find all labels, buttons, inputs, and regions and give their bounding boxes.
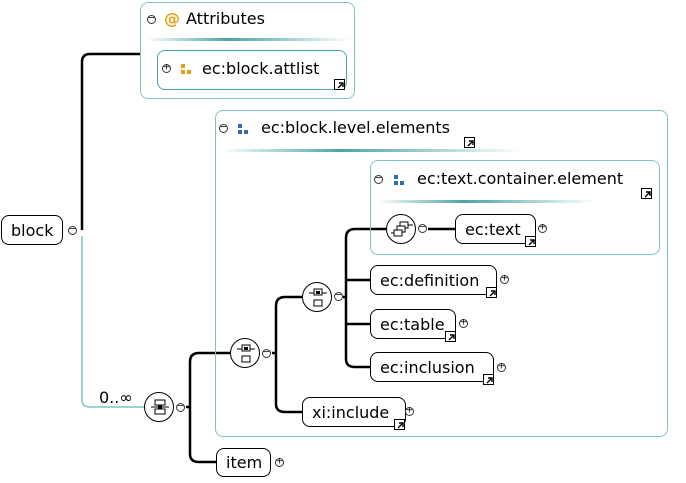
- xi-include-element[interactable]: xi:include: [302, 397, 406, 427]
- ec-inclusion-label: ec:inclusion: [380, 357, 475, 377]
- block-level-title: ec:block.level.elements: [261, 118, 451, 137]
- reference-arrow-icon[interactable]: [483, 374, 494, 385]
- ec-table-label: ec:table: [380, 314, 445, 334]
- reference-arrow-icon[interactable]: [394, 419, 405, 430]
- sequence-compositor-icon[interactable]: [144, 392, 174, 422]
- occurrence-label: 0..∞: [99, 388, 133, 407]
- expand-icon[interactable]: +: [162, 62, 171, 73]
- separator: [221, 149, 521, 152]
- expand-icon[interactable]: +: [459, 317, 468, 328]
- expand-icon[interactable]: +: [405, 405, 414, 416]
- expand-icon[interactable]: +: [538, 222, 547, 233]
- item-label: item: [226, 453, 263, 472]
- collapse-icon[interactable]: −: [418, 222, 427, 233]
- ec-inclusion-element[interactable]: ec:inclusion: [370, 352, 494, 382]
- text-container-group: [370, 160, 660, 255]
- root-label: block: [11, 220, 54, 240]
- ec-definition-label: ec:definition: [380, 270, 480, 290]
- attributes-header: @ Attributes: [164, 9, 265, 28]
- separator: [376, 200, 596, 203]
- collapse-icon[interactable]: −: [374, 173, 383, 184]
- block-level-elements-group: [215, 110, 668, 437]
- item-element[interactable]: item: [216, 448, 271, 477]
- reference-arrow-icon[interactable]: [525, 236, 536, 247]
- reference-arrow-icon[interactable]: [334, 79, 345, 90]
- element-group-icon: [394, 175, 404, 185]
- collapse-icon[interactable]: −: [147, 13, 156, 24]
- attributes-title: Attributes: [186, 9, 265, 28]
- attribute-group-icon: [181, 64, 191, 74]
- reference-arrow-icon[interactable]: [641, 188, 652, 199]
- xi-include-label: xi:include: [312, 402, 390, 422]
- reference-arrow-icon[interactable]: [486, 287, 497, 298]
- expand-icon[interactable]: +: [497, 361, 506, 372]
- expand-icon[interactable]: +: [500, 273, 509, 284]
- collapse-icon[interactable]: −: [334, 290, 343, 301]
- reference-arrow-icon[interactable]: [445, 331, 456, 342]
- ec-definition-element[interactable]: ec:definition: [370, 265, 497, 295]
- attribute-at-icon: @: [164, 9, 180, 28]
- ec-text-element[interactable]: ec:text: [455, 214, 536, 244]
- collapse-icon[interactable]: −: [176, 401, 185, 412]
- ec-text-label: ec:text: [465, 219, 521, 239]
- element-group-icon: [238, 124, 248, 134]
- collapse-icon[interactable]: −: [219, 122, 228, 133]
- ec-table-element[interactable]: ec:table: [370, 309, 456, 339]
- attribute-group-label: ec:block.attlist: [202, 59, 320, 78]
- text-container-title: ec:text.container.element: [417, 169, 624, 188]
- sequence-compositor-icon[interactable]: [386, 214, 416, 244]
- attributes-group: [140, 2, 355, 99]
- choice-compositor-icon[interactable]: [230, 338, 260, 368]
- reference-arrow-icon[interactable]: [464, 137, 475, 148]
- choice-compositor-icon[interactable]: [302, 282, 332, 312]
- root-element-block[interactable]: block: [1, 215, 63, 245]
- expand-icon[interactable]: +: [275, 456, 284, 467]
- collapse-icon[interactable]: −: [68, 224, 77, 235]
- separator: [146, 38, 351, 41]
- collapse-icon[interactable]: −: [262, 347, 271, 358]
